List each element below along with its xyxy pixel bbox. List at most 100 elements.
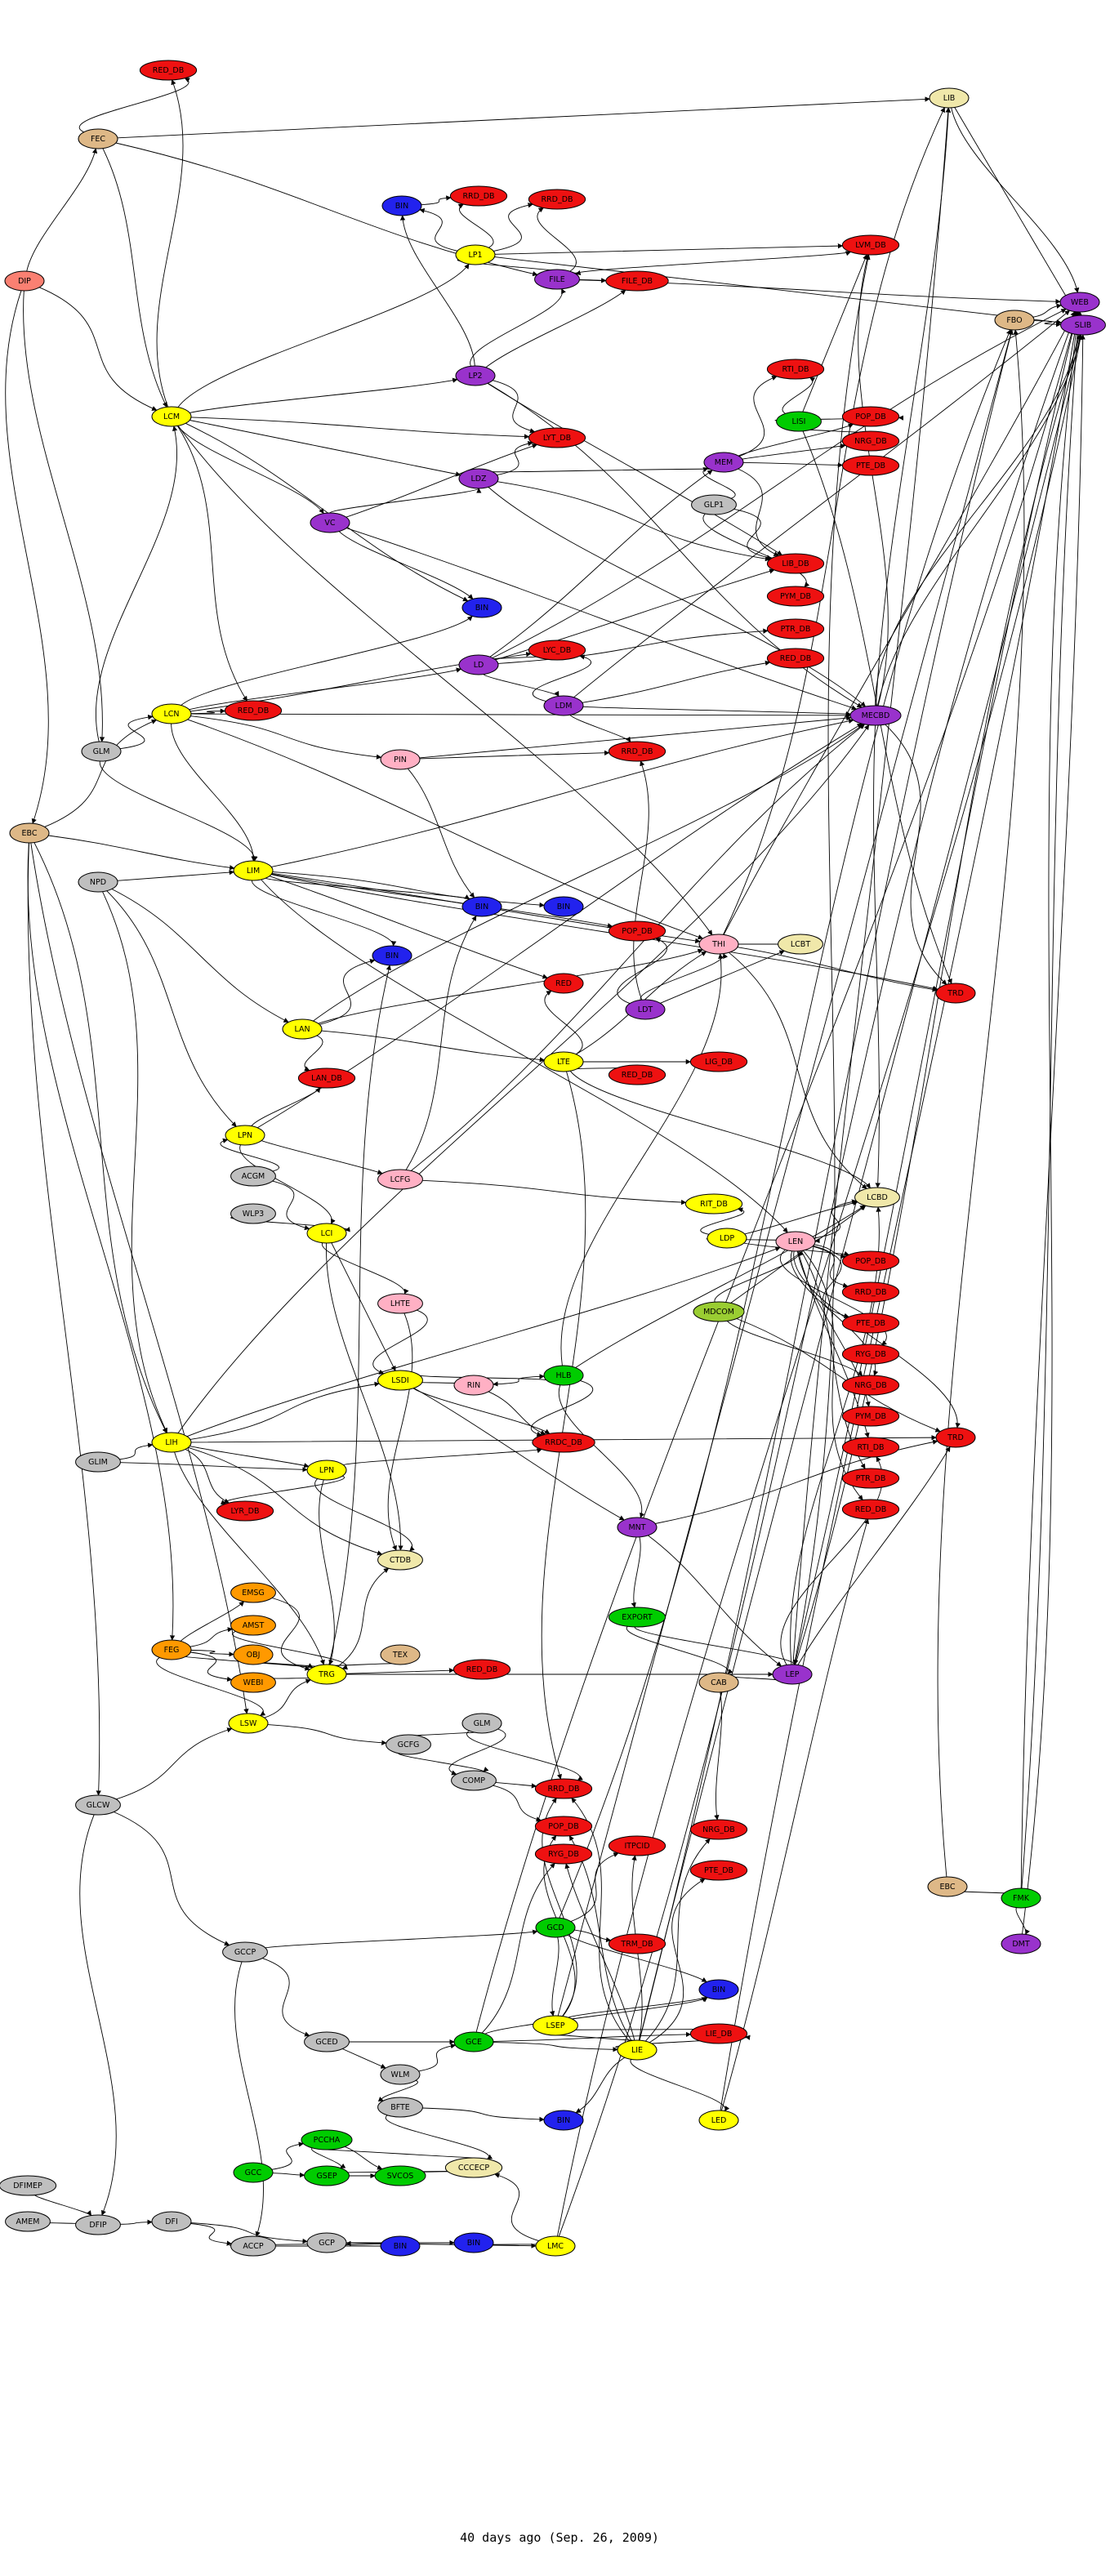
graph-node-rrd4[interactable]: RRD_DB [534, 1778, 593, 1799]
graph-node-shape[interactable] [849, 705, 902, 726]
graph-node-shape[interactable] [230, 1203, 276, 1224]
graph-node-glm1[interactable]: GLM [81, 741, 122, 762]
graph-node-shape[interactable] [766, 618, 825, 640]
graph-node-npd[interactable]: NPD [78, 871, 118, 893]
graph-node-shape[interactable] [306, 1223, 347, 1244]
graph-node-lpn[interactable]: LPN [225, 1125, 265, 1146]
graph-node-rdb1[interactable]: RED_DB [139, 60, 198, 81]
graph-node-bin2[interactable]: BIN [461, 896, 502, 917]
graph-node-thi[interactable]: THI [698, 934, 739, 955]
graph-node-ligdb[interactable]: LIG_DB [689, 1051, 748, 1072]
graph-node-liedb[interactable]: LIE_DB [689, 2023, 748, 2044]
graph-node-lcfg[interactable]: LCFG [377, 1169, 423, 1190]
graph-node-ritdb[interactable]: RIT_DB [684, 1193, 743, 1214]
graph-node-shape[interactable] [854, 1187, 900, 1208]
graph-node-shape[interactable] [841, 1375, 900, 1396]
graph-node-trd2[interactable]: TRD [935, 1427, 976, 1448]
graph-node-mem1[interactable]: BIN [381, 195, 422, 216]
graph-node-bin8[interactable]: BIN [453, 2232, 494, 2253]
graph-node-shape[interactable] [224, 700, 283, 721]
graph-node-mecbd[interactable]: MECBD [849, 705, 902, 726]
graph-node-shape[interactable] [528, 640, 586, 661]
graph-node-shape[interactable] [689, 1819, 748, 1840]
graph-node-fbo[interactable]: FBO [994, 310, 1035, 331]
graph-node-amst[interactable]: AMST [230, 1615, 276, 1636]
graph-node-fmk[interactable]: FMK [1001, 1887, 1041, 1909]
graph-node-shape[interactable] [380, 749, 421, 770]
graph-node-lci[interactable]: LCI [306, 1223, 347, 1244]
graph-node-shape[interactable] [453, 1659, 511, 1680]
graph-node-shape[interactable] [608, 1835, 666, 1856]
graph-node-reddb4[interactable]: RED_DB [608, 1064, 666, 1085]
graph-node-bin3[interactable]: BIN [543, 896, 584, 917]
graph-node-shape[interactable] [5, 2211, 51, 2232]
graph-node-shape[interactable] [841, 455, 900, 476]
graph-node-bin7[interactable]: BIN [380, 2235, 421, 2257]
graph-node-gccp[interactable]: GCCP [222, 1941, 268, 1963]
graph-node-shape[interactable] [689, 2023, 748, 2044]
graph-node-shape[interactable] [458, 654, 499, 675]
graph-node-accp[interactable]: ACCP [230, 2235, 276, 2257]
graph-node-shape[interactable] [841, 1281, 900, 1303]
graph-node-shape[interactable] [684, 1193, 743, 1214]
graph-node-trd[interactable]: TRD [935, 983, 976, 1004]
graph-node-lsep[interactable]: LSEP [533, 2015, 578, 2036]
graph-node-shape[interactable] [230, 1582, 276, 1603]
graph-node-dip[interactable]: DIP [4, 270, 45, 292]
graph-node-dfimep[interactable]: DFIMEP [0, 2175, 57, 2196]
graph-node-cccecp[interactable]: CCCECP [444, 2157, 503, 2178]
graph-node-shape[interactable] [81, 741, 122, 762]
graph-node-shape[interactable] [1001, 1887, 1041, 1909]
graph-node-shape[interactable] [841, 1406, 900, 1427]
graph-node-len[interactable]: LEN [775, 1231, 816, 1252]
graph-node-shape[interactable] [230, 2235, 276, 2257]
graph-node-glim[interactable]: GLIM [75, 1451, 121, 1473]
graph-node-s2[interactable]: RRD_DB [841, 1281, 900, 1303]
graph-node-shape[interactable] [841, 406, 900, 427]
graph-node-gced[interactable]: GCED [304, 2031, 350, 2052]
graph-node-shape[interactable] [617, 1517, 658, 1538]
graph-node-rrd3[interactable]: RRD_DB [608, 741, 666, 762]
graph-node-ptedb2[interactable]: PTE_DB [689, 1860, 748, 1881]
graph-node-bin4[interactable]: BIN [372, 945, 412, 966]
graph-node-shape[interactable] [691, 494, 737, 515]
graph-node-lhte[interactable]: LHTE [377, 1293, 423, 1314]
graph-node-shape[interactable] [455, 365, 496, 386]
graph-node-filedb[interactable]: FILE_DB [605, 270, 669, 292]
graph-node-shape[interactable] [306, 1664, 347, 1685]
graph-node-lvmdb[interactable]: LVM_DB [841, 234, 900, 256]
graph-node-ld[interactable]: LD [458, 654, 499, 675]
graph-node-tex[interactable]: TEX [380, 1644, 421, 1665]
graph-node-shape[interactable] [282, 1018, 323, 1040]
graph-node-dfi[interactable]: DFI [151, 2211, 192, 2232]
graph-node-gcc[interactable]: GCC [233, 2162, 274, 2183]
graph-node-dfip[interactable]: DFIP [75, 2214, 121, 2235]
graph-node-shape[interactable] [927, 1876, 968, 1897]
graph-node-s5[interactable]: NRG_DB [841, 1375, 900, 1396]
graph-node-shape[interactable] [766, 553, 825, 574]
graph-node-shape[interactable] [778, 934, 823, 955]
graph-node-s8[interactable]: PTR_DB [841, 1468, 900, 1489]
graph-node-shape[interactable] [225, 1125, 265, 1146]
graph-node-shape[interactable] [233, 860, 274, 881]
graph-node-shape[interactable] [608, 741, 666, 762]
graph-node-shape[interactable] [543, 1365, 584, 1386]
graph-node-shape[interactable] [543, 2110, 584, 2131]
graph-node-ebc2[interactable]: EBC [927, 1876, 968, 1897]
graph-node-shape[interactable] [693, 1301, 745, 1322]
graph-node-bfte[interactable]: BFTE [377, 2097, 423, 2118]
graph-node-shape[interactable] [75, 1794, 121, 1816]
graph-node-slib[interactable]: SLIB [1060, 314, 1106, 336]
graph-node-shape[interactable] [4, 270, 45, 292]
graph-node-ebc[interactable]: EBC [9, 822, 50, 844]
graph-node-shape[interactable] [380, 1644, 421, 1665]
graph-node-shape[interactable] [233, 2162, 274, 2183]
graph-node-shape[interactable] [228, 1713, 269, 1734]
graph-node-popdb3[interactable]: POP_DB [534, 1816, 593, 1837]
graph-node-shape[interactable] [534, 1843, 593, 1865]
graph-node-lycdb[interactable]: LYC_DB [528, 640, 586, 661]
graph-node-glcw[interactable]: GLCW [75, 1794, 121, 1816]
graph-node-nrgdb1[interactable]: NRG_DB [841, 430, 900, 452]
graph-node-shape[interactable] [386, 1734, 431, 1755]
graph-node-reddb2[interactable]: RED_DB [766, 648, 825, 669]
